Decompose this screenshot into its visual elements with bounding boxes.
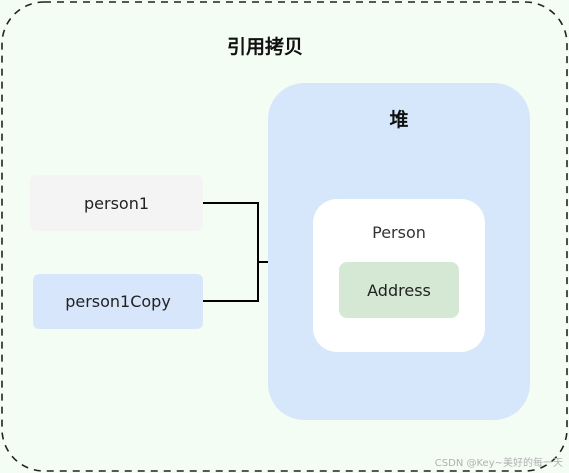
heap-label: 堆 <box>389 109 409 131</box>
watermark: CSDN @Key~美好的每一天 <box>434 458 563 469</box>
reference-person1copy: person1Copy <box>33 274 203 329</box>
diagram-title: 引用拷贝 <box>226 36 303 58</box>
heap-region: 堆 Person Address <box>268 83 530 420</box>
connector-person1 <box>203 202 259 262</box>
person-object: Person Address <box>313 199 485 352</box>
person-object-label: Person <box>372 223 426 242</box>
connector-person1copy <box>203 262 259 302</box>
reference-person1: person1 <box>30 175 203 231</box>
address-field: Address <box>339 262 459 318</box>
